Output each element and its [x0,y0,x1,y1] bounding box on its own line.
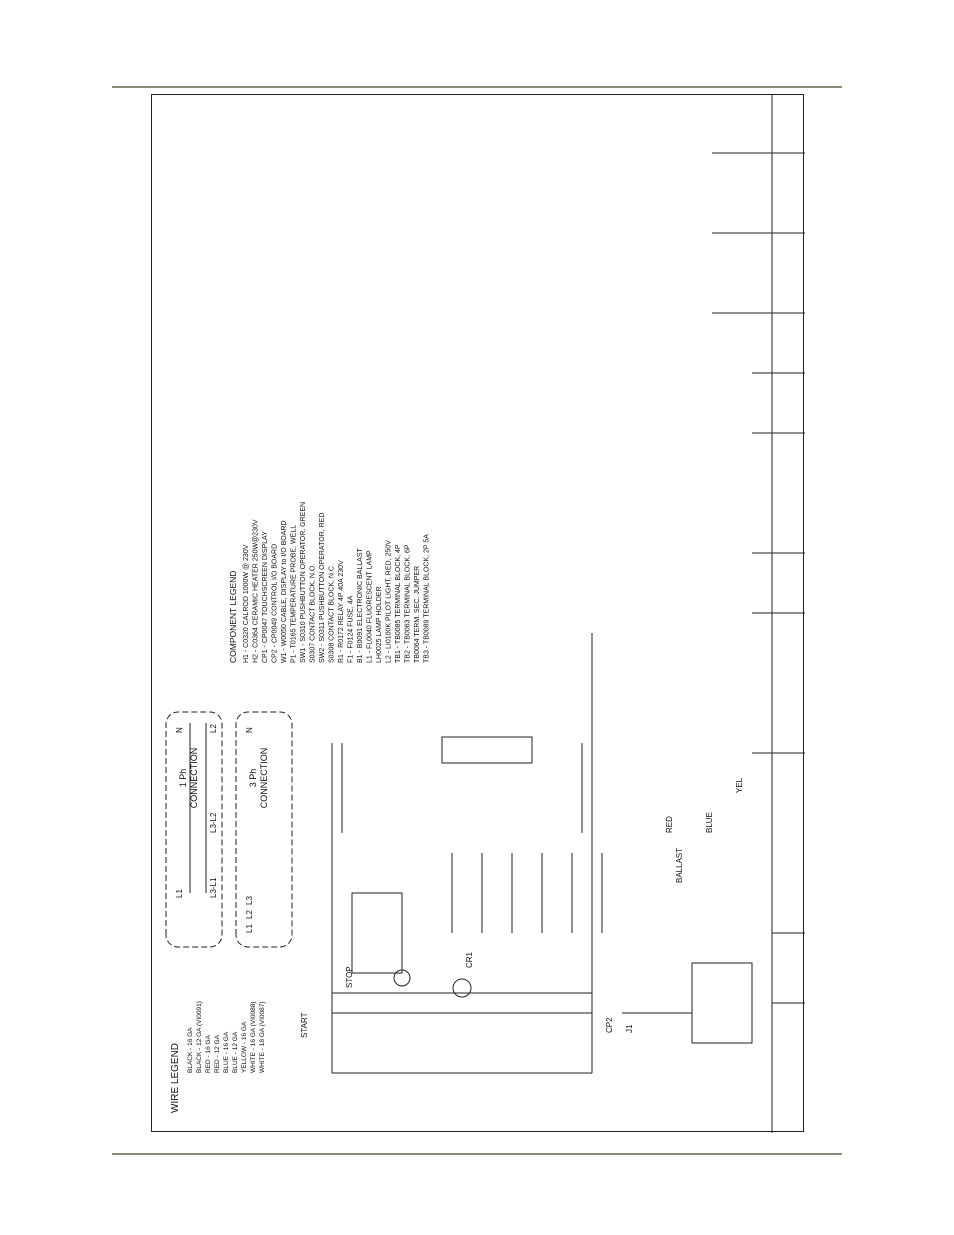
top-rule [112,86,842,88]
wire-legend-item: BLUE - 16 GA [223,1031,230,1073]
wire-legend-title: WIRE LEGEND [170,1043,181,1113]
legend-item: SW1 - S0310 PUSHBUTTON OPERATOR, GREEN [300,502,307,663]
wire-legend-item: BLUE - 12 GA [232,1031,239,1073]
legend-item: LH0025 LAMP HOLDER [376,586,383,663]
legend-item: S0307 CONTACT BLOCK, N.O. [310,564,317,663]
conn-1ph-subtitle: CONNECTION [189,748,199,809]
title-block [712,95,805,1133]
component-legend-title: COMPONENT LEGEND [228,571,238,663]
conn-1ph-n: N [175,727,184,733]
legend-item: H1 - C0320 CALROD 1000W @ 230V [243,544,250,663]
legend-item: P1 - T0165 TEMPERATURE PROBE, WELL [291,525,298,663]
ladder-labels: BALLAST BLUE RED YEL START STOP CR1 CP2 … [300,777,744,1038]
wire-legend-item: YELLOW - 16 GA [241,1021,248,1073]
legend-item: TB1 - TB0085 TERMINAL BLOCK, 4P [395,544,402,663]
legend-item: W1 - W0050 CABLE, DISPLAY to I/O BOARD [281,520,288,663]
legend-item: L1 - FL0040 FLUORESCENT LAMP [367,550,374,663]
legend-item: F1 - F0124 FUSE, 4A [348,595,355,663]
wire-legend-item: WHITE - 16 GA (VI0088) [250,1001,257,1073]
legend-item: S0308 CONTACT BLOCK, N.C. [329,564,336,663]
legend-item: SW2 - S0311 PUSHBUTTON OPERATOR, RED [319,513,326,663]
legend-item: CP2 - CP0049 CONTROL I/O BOARD [272,544,279,663]
conn-1ph-l3l1: L3-L1 [209,877,218,898]
ladder-yel: YEL [735,777,744,793]
legend-item: CP1 - CP0047 TOUCHSCREEN DISPLAY [262,531,269,663]
conn-1ph-l1: L1 [175,889,184,898]
ladder-cp2: CP2 [605,1017,614,1033]
legend-item: R1 - R0172 RELAY 4P 40A 230V [338,560,345,663]
legend-item: TB0064 TERM. SEC. JUMPER [414,566,421,663]
conn-3ph-title: 3 Ph [248,769,258,788]
ladder-red: RED [665,816,674,833]
legend-item: L2 - LI0100K PILOT LIGHT, RED, 250V [386,540,393,663]
connection-1ph: 1 Ph CONNECTION L1 L3-L1 L3-L2 N L2 [165,711,223,948]
bottom-rule [112,1153,842,1155]
connection-3ph: 3 Ph CONNECTION L1 L2 L3 N [235,711,293,948]
legend-item: TB2 - TB0063 TERMINAL BLOCK, 6P [405,544,412,663]
conn-3ph-n: N [245,727,254,733]
legend-item: TB3 - TB0089 TERMINAL BLOCK, 2P 5A [424,534,431,663]
conn-3ph-l1: L1 [245,924,254,933]
legend-item: H2 - C0364 CERAMIC HEATER 250W@230V [253,519,260,663]
legend-item: B1 - B0091 ELECTRONIC BALLAST [357,548,364,663]
ladder-stop: STOP [345,966,354,988]
ladder-j1: J1 [625,1024,634,1033]
conn-1ph-l2: L2 [209,724,218,733]
wire-legend-item: RED - 16 GA [205,1034,212,1073]
component-legend: COMPONENT LEGEND H1 - C0320 CALROD 1000W… [228,502,431,663]
conn-3ph-l3: L3 [245,896,254,905]
ladder-cr1: CR1 [465,951,474,968]
ladder-ballast: BALLAST [675,848,684,883]
conn-3ph-l2: L2 [245,910,254,919]
ladder-blue: BLUE [705,812,714,833]
wire-legend-item: BLACK - 16 GA [187,1027,194,1073]
wire-legend-item: RED - 12 GA [214,1034,221,1073]
wire-legend-item: WHITE - 18 GA (VI0087) [259,1001,266,1073]
wire-legend-item: BLACK - 12 GA (VI0091) [196,1001,203,1073]
conn-1ph-title: 1 Ph [178,769,188,788]
ladder-schematic [331,633,753,1074]
conn-1ph-l3l2: L3-L2 [209,812,218,833]
ladder-start: START [300,1012,309,1038]
conn-3ph-subtitle: CONNECTION [259,748,269,809]
